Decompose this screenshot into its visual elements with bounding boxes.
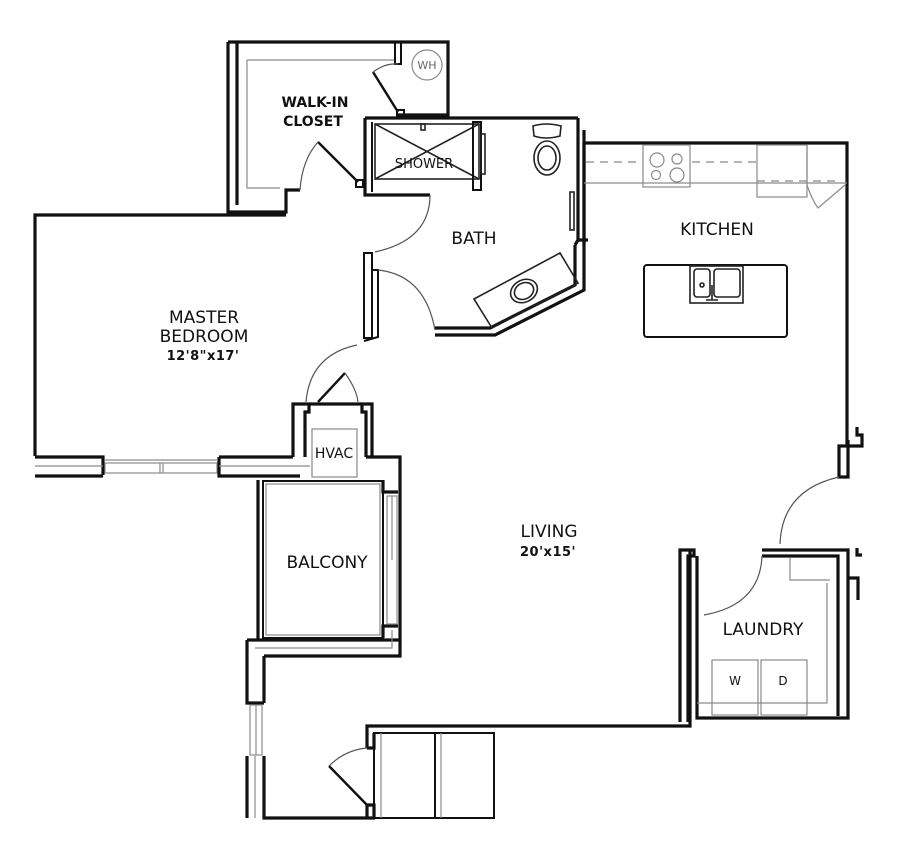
- water-heater: WH: [411, 49, 443, 81]
- toilet: [532, 123, 562, 176]
- kitchen: KITCHEN: [584, 141, 849, 440]
- living-window: [249, 704, 263, 756]
- living-label: LIVING: [520, 522, 577, 542]
- vanity-sink: [472, 251, 580, 330]
- water-heater-label: WH: [417, 59, 436, 72]
- bath-label: BATH: [451, 229, 496, 249]
- range-stove: [642, 144, 691, 188]
- hvac-closet: HVAC: [291, 402, 402, 628]
- shower: SHOWER: [363, 116, 578, 197]
- living-dimensions: 20'x15': [520, 545, 576, 560]
- bedroom-window: [104, 459, 218, 474]
- walk-in-closet-label-2: CLOSET: [283, 114, 343, 130]
- living-room: LIVING 20'x15': [245, 522, 692, 820]
- washer: W: [711, 659, 759, 716]
- laundry-label: LAUNDRY: [723, 620, 804, 640]
- walk-in-closet-label-1: WALK-IN: [282, 95, 349, 111]
- hvac-label: HVAC: [315, 446, 354, 462]
- balcony: BALCONY: [247, 480, 402, 658]
- master-bedroom: MASTER BEDROOM 12'8"x17': [33, 213, 359, 478]
- bedroom-label-1: MASTER: [169, 308, 239, 328]
- balcony-slider-door: [386, 495, 398, 625]
- balcony-label: BALCONY: [286, 553, 368, 573]
- dryer: D: [760, 659, 808, 716]
- kitchen-island: [643, 264, 788, 338]
- kitchen-label: KITCHEN: [680, 220, 754, 240]
- bedroom-dimensions: 12'8"x17': [167, 349, 240, 364]
- bedroom-label-2: BEDROOM: [160, 327, 249, 347]
- washer-label: W: [729, 674, 741, 688]
- walk-in-closet: WALK-IN CLOSET: [226, 40, 450, 214]
- bath: BATH: [363, 118, 588, 342]
- entry-and-laundry: W D LAUNDRY: [678, 427, 864, 722]
- dryer-label: D: [778, 674, 787, 688]
- shower-label: SHOWER: [395, 157, 453, 172]
- refrigerator: [756, 144, 846, 209]
